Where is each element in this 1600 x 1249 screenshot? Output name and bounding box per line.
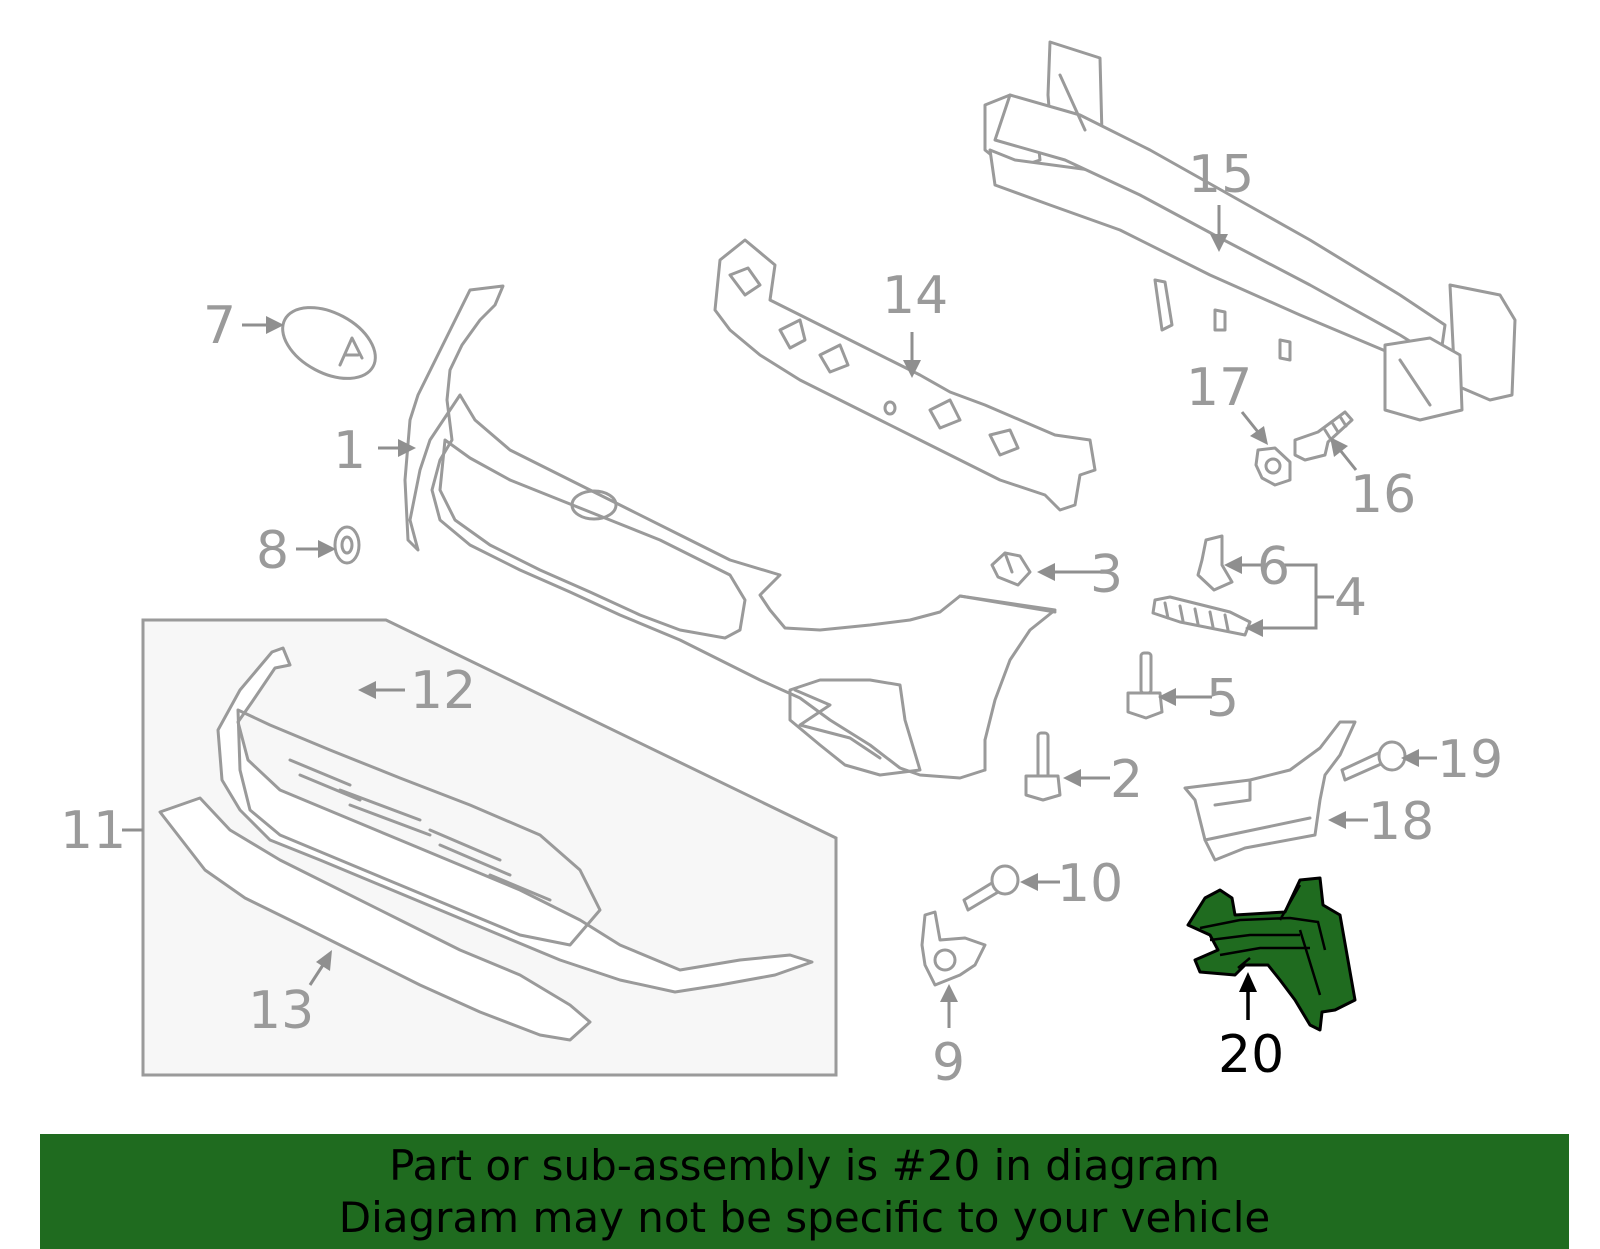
callout-12: 12 xyxy=(410,661,476,721)
callout-8: 8 xyxy=(256,521,289,581)
callout-17: 17 xyxy=(1186,358,1252,418)
info-banner: Part or sub-assembly is #20 in diagram D… xyxy=(40,1134,1569,1249)
banner-line-2: Diagram may not be specific to your vehi… xyxy=(338,1193,1271,1242)
part-17-nut xyxy=(1254,446,1292,487)
part-6-clip xyxy=(1196,534,1234,592)
callout-14: 14 xyxy=(882,266,948,326)
callout-5: 5 xyxy=(1206,669,1239,729)
part-16-bolt xyxy=(1293,410,1354,462)
callout-16: 16 xyxy=(1350,465,1416,525)
part-4-bracket xyxy=(1151,595,1252,637)
callout-labels: 7 1 8 14 15 17 16 3 6 4 5 2 19 18 10 9 1… xyxy=(60,145,1503,1093)
callout-13: 13 xyxy=(248,981,314,1041)
callout-2: 2 xyxy=(1110,750,1143,810)
part-10-screw xyxy=(962,864,1020,912)
banner-line-1: Part or sub-assembly is #20 in diagram xyxy=(389,1141,1220,1190)
callout-7: 7 xyxy=(203,296,236,356)
subassembly-11-box xyxy=(141,618,838,1077)
leader-lines xyxy=(122,205,1437,1028)
callout-18: 18 xyxy=(1368,792,1434,852)
callout-20: 20 xyxy=(1218,1025,1284,1085)
part-5-bolt xyxy=(1126,651,1164,720)
part-15-reinforcement-beam xyxy=(983,40,1517,422)
callout-3: 3 xyxy=(1090,545,1123,605)
part-3-clip xyxy=(990,551,1032,587)
callout-15: 15 xyxy=(1188,145,1254,205)
part-1-bumper-cover xyxy=(403,284,1057,780)
part-9-bracket xyxy=(920,910,987,987)
callout-11: 11 xyxy=(60,801,126,861)
part-18-bracket xyxy=(1183,720,1357,862)
callout-4: 4 xyxy=(1334,568,1367,628)
callout-19: 19 xyxy=(1437,730,1503,790)
callout-1: 1 xyxy=(333,421,366,481)
part-19-screw xyxy=(1340,740,1407,782)
callout-6: 6 xyxy=(1257,537,1290,597)
part-20-bracket-highlighted xyxy=(1186,876,1357,1032)
part-14-energy-absorber xyxy=(713,238,1097,512)
callout-9: 9 xyxy=(932,1033,965,1093)
part-8-grommet xyxy=(333,525,361,565)
part-2-bolt xyxy=(1024,731,1062,802)
callout-10: 10 xyxy=(1057,854,1123,914)
part-7-emblem xyxy=(281,306,377,380)
